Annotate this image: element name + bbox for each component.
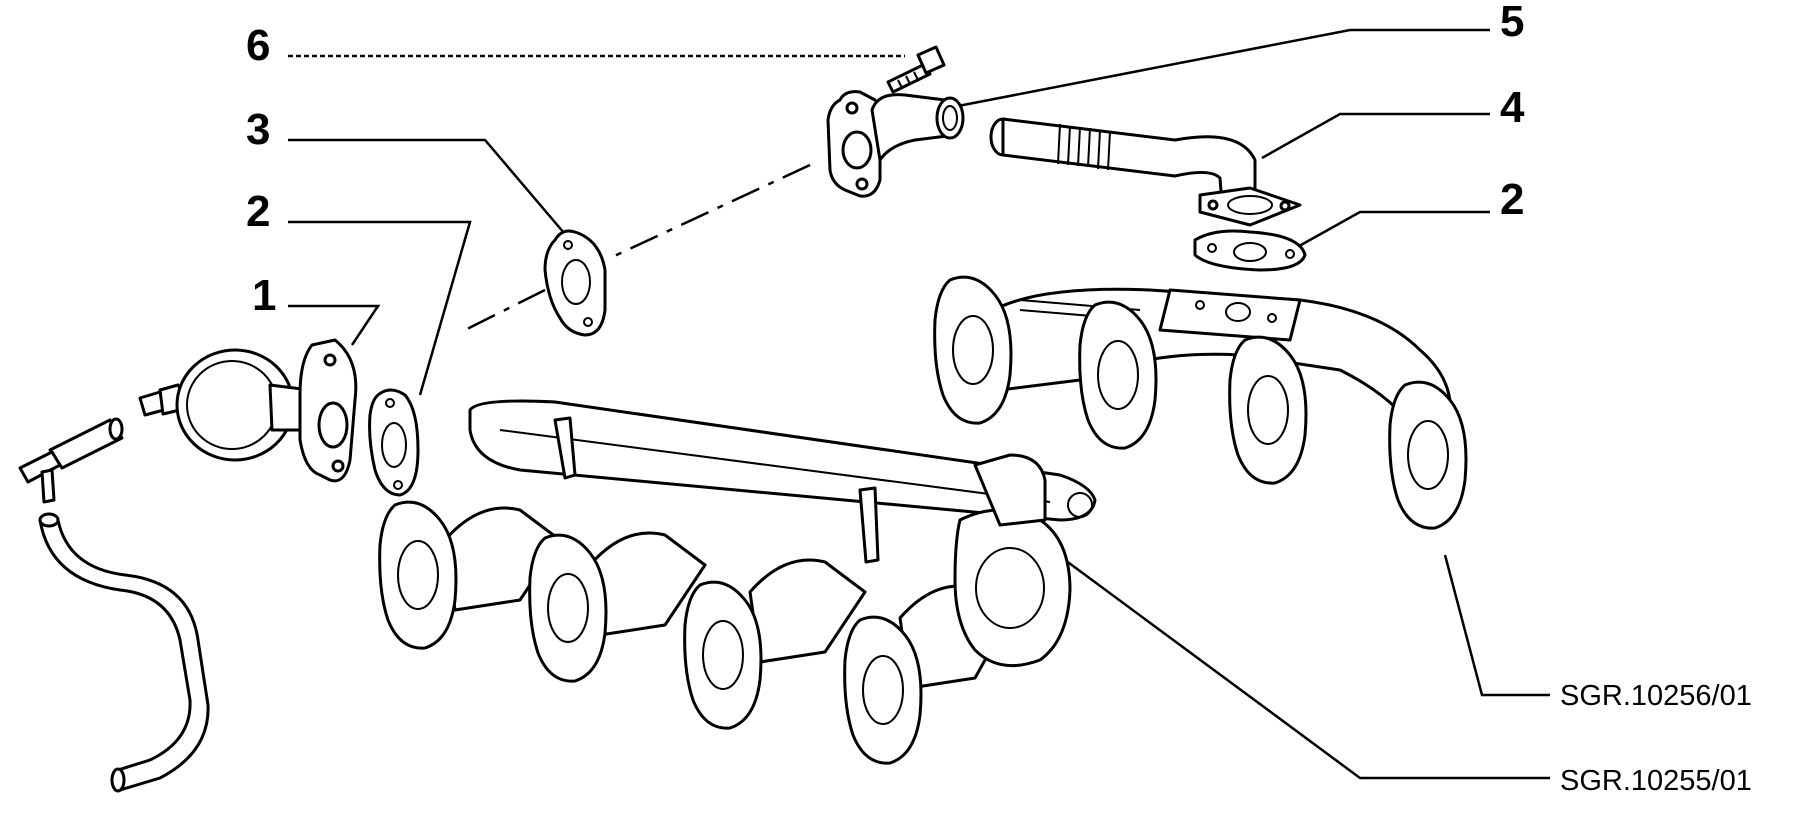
callout-4: 4: [1500, 83, 1525, 132]
callout-6: 6: [246, 21, 270, 70]
callout-2-left: 2: [246, 187, 270, 236]
callout-1: 1: [252, 271, 276, 320]
egr-pipe-part-5: [826, 90, 965, 198]
leader-lines: [288, 28, 1550, 780]
gasket-part-3: [543, 229, 607, 337]
callout-5: 5: [1500, 0, 1524, 46]
callout-numbers: 6 5 4 3 2 2 1 SGR.10256/01 SGR.10255/01: [246, 0, 1752, 797]
lower-manifold: [378, 399, 1097, 765]
upper-manifold: [933, 275, 1468, 530]
callout-2-right: 2: [1500, 175, 1524, 224]
bolt-part-6: [886, 45, 946, 94]
gasket-part-2-right: [1193, 229, 1307, 272]
vacuum-hose: [38, 512, 210, 793]
part-code-lower-manifold: SGR.10255/01: [1560, 765, 1752, 797]
egr-valve-part-1: [138, 338, 358, 483]
part-code-upper-manifold: SGR.10256/01: [1560, 680, 1752, 712]
callout-3: 3: [246, 105, 270, 154]
gasket-part-2-left: [368, 388, 420, 497]
connector-tube-and-tee: [18, 417, 124, 504]
corrugated-pipe-part-4: [989, 117, 1302, 227]
